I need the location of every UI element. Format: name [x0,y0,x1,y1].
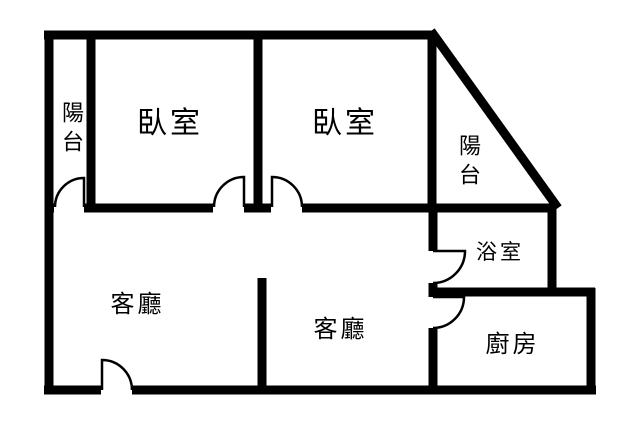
wall-diagonal [427,28,562,211]
room-label-balcony-left: 陽台 [58,101,83,159]
room-label-kitchen: 廚房 [485,329,540,358]
room-label-bathroom: 浴室 [476,240,524,264]
door-bedroom1 [212,175,246,208]
room-label-bedroom-1: 臥室 [137,106,203,141]
gap-bedroom1-door [213,203,244,213]
door-bedroom2 [270,175,304,208]
doors [53,175,467,391]
gap-entrance-door [101,385,132,395]
door-balcony-left [53,176,86,208]
room-label-bedroom-2: 臥室 [312,106,378,141]
room-label-balcony-right: 陽台 [455,134,480,192]
gap-bedroom2-door [271,203,302,213]
room-label-living-room-2: 客廳 [313,314,368,343]
door-bathroom [432,249,467,285]
door-kitchen [432,295,466,330]
room-label-living-room-1: 客廳 [110,289,165,318]
door-entrance [100,358,134,391]
gap-bathroom-door [428,251,438,283]
gap-kitchen-door [428,297,438,328]
gap-balcony-left-door [54,203,84,213]
door-gaps [54,203,438,395]
